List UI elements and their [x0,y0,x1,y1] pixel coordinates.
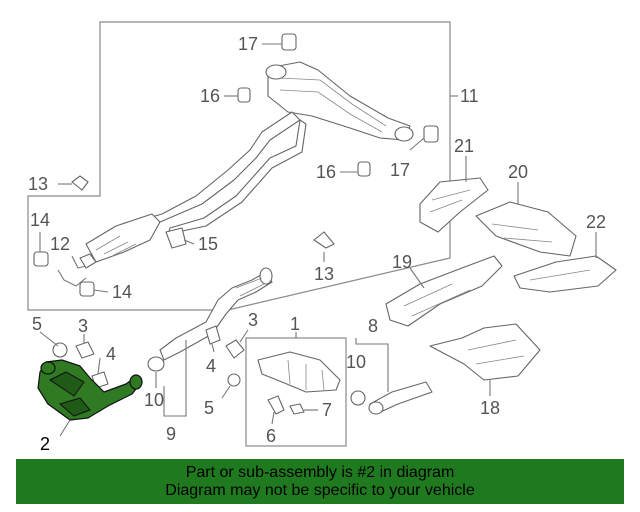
part-17-right [423,125,439,143]
part-16-top [237,87,251,103]
callout-17-top: 17 [238,34,258,54]
callout-10-right: 10 [346,352,366,372]
callout-6: 6 [266,426,276,446]
clamp-10-left [147,356,165,372]
callout-17-right: 17 [390,160,410,180]
gasket-3-left [75,341,95,359]
part-6-bracket [267,395,285,415]
callout-16-top: 16 [200,86,220,106]
callout-1: 1 [290,314,300,334]
callout-4-center: 4 [206,356,216,376]
callout-5-left: 5 [32,314,42,334]
callout-20: 20 [508,162,528,182]
part-16-right [357,161,371,177]
callout-14-bottom: 14 [112,282,132,302]
heat-shield-21 [419,177,489,233]
part-14-bottom [79,281,95,297]
nut-5-left [52,342,68,358]
part-15-bracket [165,227,187,249]
gasket-3-center [225,339,245,359]
callout-9: 9 [166,424,176,444]
callout-15: 15 [198,234,218,254]
callout-16-right: 16 [316,162,336,182]
callout-18: 18 [480,398,500,418]
callout-19: 19 [392,252,412,272]
catalytic-converter-1 [257,351,341,393]
callout-4-left: 4 [106,344,116,364]
heat-shield-19 [385,255,503,327]
callout-11: 11 [460,86,479,106]
callout-21: 21 [454,136,474,156]
part-13-hanger-center [313,231,335,249]
part-13-hanger-left [71,175,89,191]
nut-5-center [227,373,241,387]
callout-5-center: 5 [204,398,214,418]
heat-shield-20 [475,201,577,257]
callout-labels: 17 16 11 16 17 13 14 12 15 14 13 21 20 2… [28,34,606,454]
callout-7: 7 [322,400,332,420]
leader-lines [39,43,597,437]
callout-14-left: 14 [30,210,50,230]
part-14-left [33,251,49,267]
callout-13-center: 13 [314,264,334,284]
callout-12: 12 [50,234,70,254]
heat-shield-18 [429,323,541,381]
banner-line-1: Part or sub-assembly is #2 in diagram [185,463,455,481]
info-banner: Part or sub-assembly is #2 in diagram Di… [16,459,624,504]
callout-10-left: 10 [144,390,164,410]
banner-line-2: Diagram may not be specific to your vehi… [165,481,475,499]
callout-3-left: 3 [78,316,88,336]
callout-22: 22 [586,212,606,232]
stud-4-center [205,325,221,345]
callout-2: 2 [40,434,50,454]
muffler-assembly-frame [27,21,451,311]
highlighted-part-2[interactable] [37,359,143,421]
callout-8: 8 [368,316,378,336]
callout-3-center: 3 [248,310,258,330]
part-7-bolt [289,403,305,415]
callout-13-left: 13 [28,174,48,194]
part-17-top [281,33,297,51]
